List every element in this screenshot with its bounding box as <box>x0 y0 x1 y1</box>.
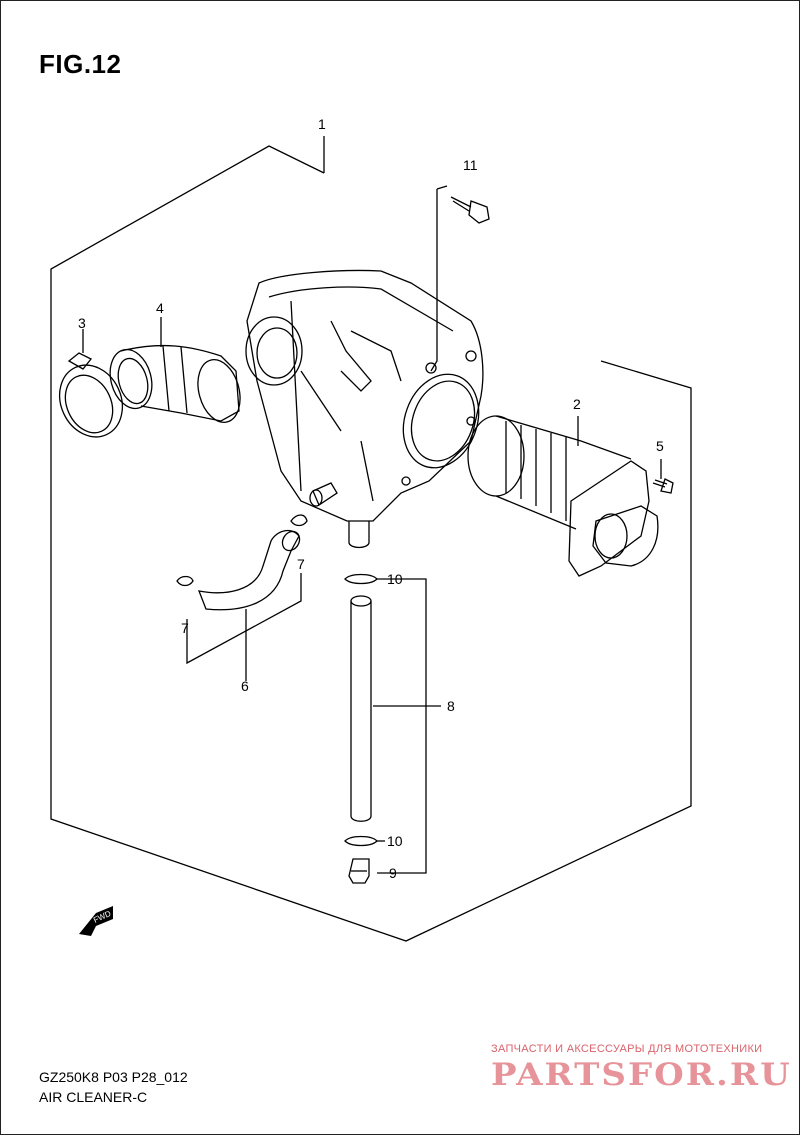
callout-1: 1 <box>318 116 326 132</box>
callout-3: 3 <box>78 315 86 331</box>
watermark-tagline: ЗАПЧАСТИ И АКСЕССУАРЫ ДЛЯ МОТОТЕХНИКИ <box>491 1043 763 1055</box>
drain-tube <box>350 595 441 822</box>
hose-clamp <box>58 329 124 438</box>
callout-6: 6 <box>241 678 249 694</box>
figure-title: FIG.12 <box>39 49 122 79</box>
drain-clamp-lower <box>344 835 378 847</box>
assembly-boundary <box>50 145 692 942</box>
breather-hose <box>186 529 302 681</box>
fwd-arrow: FWD <box>79 906 113 936</box>
callout-10-lower: 10 <box>387 833 403 849</box>
watermark-logo: PARTSFOR.RU <box>491 1057 792 1093</box>
hose-clip-upper <box>290 514 308 527</box>
section-name: AIR CLEANER-C <box>39 1089 148 1105</box>
callout-7-lower: 7 <box>181 620 189 636</box>
drain-clamp-upper <box>344 573 378 585</box>
intake-boot <box>109 317 241 423</box>
callout-4: 4 <box>156 300 164 316</box>
callout-11: 11 <box>463 157 478 173</box>
callout-7-upper: 7 <box>297 556 305 572</box>
model-code: GZ250K8 P03 P28_012 <box>39 1069 188 1085</box>
callout-8: 8 <box>447 698 455 714</box>
callout-5: 5 <box>656 438 664 454</box>
screw-5 <box>652 459 674 494</box>
callout-9: 9 <box>389 865 397 881</box>
bolt-11 <box>430 185 490 372</box>
air-cleaner-box <box>245 269 484 549</box>
air-filter-element <box>467 415 659 577</box>
drain-plug <box>348 858 370 884</box>
callout-10-upper: 10 <box>387 571 403 587</box>
hose-clip-lower <box>176 575 194 587</box>
callout-2: 2 <box>573 396 581 412</box>
